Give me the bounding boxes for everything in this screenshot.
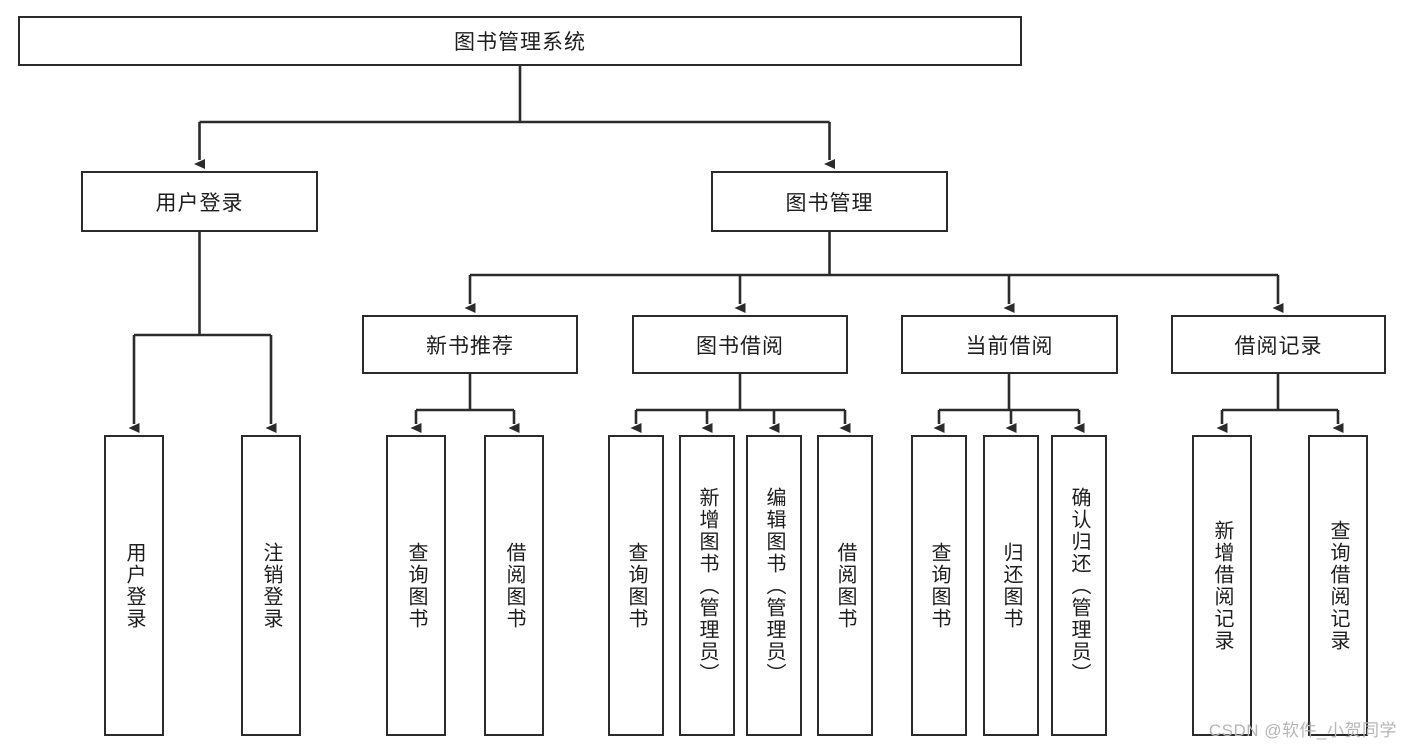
node-user-login[interactable]: 用户登录	[81, 171, 318, 232]
node-root-label: 图书管理系统	[454, 31, 586, 54]
node-leaf-edit-book-label: 编辑图书（管理员）	[763, 486, 785, 685]
node-current-borrow[interactable]: 当前借阅	[901, 315, 1118, 374]
node-leaf-user-login-label: 用户登录	[123, 541, 145, 630]
node-leaf-logout[interactable]: 注销登录	[241, 435, 301, 736]
node-leaf-borrow-book-2-label: 借阅图书	[834, 541, 856, 630]
node-leaf-query-book-1[interactable]: 查询图书	[386, 435, 446, 736]
node-leaf-add-book-label: 新增图书（管理员）	[696, 486, 718, 685]
node-book-borrow-label: 图书借阅	[696, 334, 784, 358]
node-new-book-recommend[interactable]: 新书推荐	[362, 315, 578, 374]
node-leaf-edit-book[interactable]: 编辑图书（管理员）	[746, 435, 802, 736]
node-book-management[interactable]: 图书管理	[711, 171, 948, 232]
node-leaf-add-book[interactable]: 新增图书（管理员）	[679, 435, 735, 736]
node-root[interactable]: 图书管理系统	[18, 16, 1022, 66]
node-borrow-record-label: 借阅记录	[1234, 334, 1323, 358]
node-leaf-add-record-label: 新增借阅记录	[1211, 519, 1233, 652]
node-leaf-query-book-3-label: 查询图书	[928, 541, 950, 630]
node-current-borrow-label: 当前借阅	[965, 334, 1054, 358]
node-leaf-query-book-2-label: 查询图书	[625, 541, 647, 630]
node-leaf-logout-label: 注销登录	[260, 541, 282, 630]
node-leaf-confirm-return-label: 确认归还（管理员）	[1068, 486, 1090, 685]
node-leaf-borrow-book-2[interactable]: 借阅图书	[817, 435, 873, 736]
node-leaf-return-book-label: 归还图书	[1000, 541, 1022, 630]
node-leaf-confirm-return[interactable]: 确认归还（管理员）	[1051, 435, 1107, 736]
node-borrow-record[interactable]: 借阅记录	[1171, 315, 1386, 374]
node-leaf-query-record[interactable]: 查询借阅记录	[1308, 435, 1368, 736]
node-leaf-return-book[interactable]: 归还图书	[983, 435, 1039, 736]
node-book-management-label: 图书管理	[785, 191, 874, 215]
node-new-book-recommend-label: 新书推荐	[426, 334, 514, 358]
node-leaf-borrow-book-1-label: 借阅图书	[503, 541, 525, 630]
node-leaf-query-book-1-label: 查询图书	[405, 541, 427, 630]
node-user-login-label: 用户登录	[155, 191, 244, 215]
node-leaf-query-record-label: 查询借阅记录	[1327, 519, 1349, 652]
csdn-watermark: CSDN @软件_小贺同学	[1208, 721, 1397, 740]
node-book-borrow[interactable]: 图书借阅	[632, 315, 848, 374]
node-leaf-add-record[interactable]: 新增借阅记录	[1192, 435, 1252, 736]
node-leaf-user-login[interactable]: 用户登录	[104, 435, 164, 736]
node-leaf-borrow-book-1[interactable]: 借阅图书	[484, 435, 544, 736]
node-leaf-query-book-3[interactable]: 查询图书	[911, 435, 967, 736]
node-leaf-query-book-2[interactable]: 查询图书	[608, 435, 664, 736]
